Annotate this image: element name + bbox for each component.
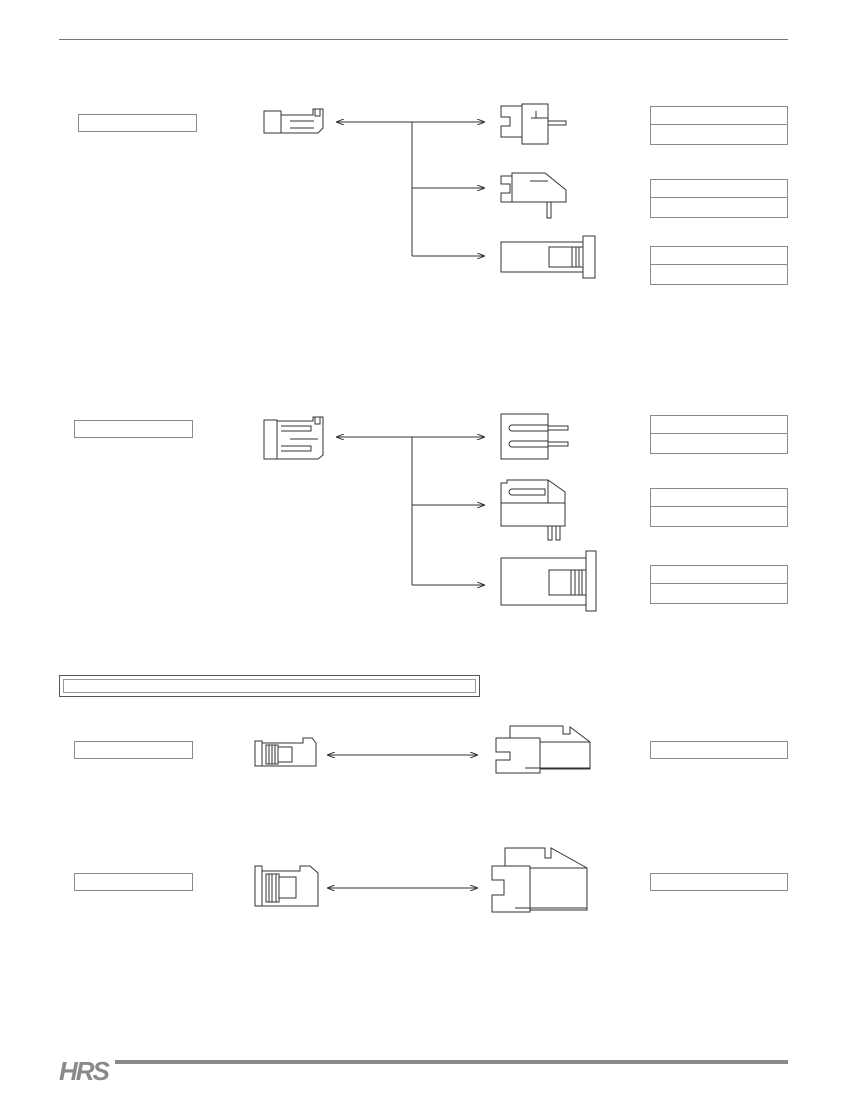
label-cell: [650, 179, 788, 198]
s3-socket-housing-1: [254, 737, 317, 767]
s2-socket-housing: [263, 416, 324, 460]
hrs-logo: HRS: [59, 1056, 111, 1084]
s3-socket-housing-2: [254, 865, 319, 907]
label-cell: [650, 246, 788, 265]
s2-header-label-1: [650, 415, 788, 454]
section-header-text: [63, 679, 476, 693]
label-cell: [650, 434, 788, 454]
s1-header-right-angle: [500, 172, 567, 219]
s3-header-1: [495, 725, 591, 774]
s2-bracket-line: [337, 436, 413, 585]
top-rule: [59, 39, 788, 40]
s1-header-label-2: [650, 179, 788, 218]
s3-header-label-2: [650, 873, 788, 891]
s2-housing-label: [74, 420, 193, 438]
s2-header-label-2: [650, 488, 788, 527]
s2-header-smt: [500, 550, 597, 612]
s2-header-straight: [500, 413, 569, 460]
s1-housing-label: [78, 114, 197, 132]
s1-header-straight: [500, 103, 567, 145]
label-cell: [650, 198, 788, 218]
label-cell: [650, 488, 788, 507]
s2-header-right-angle: [500, 479, 566, 541]
label-cell: [650, 584, 788, 604]
label-cell: [650, 565, 788, 584]
label-cell: [650, 507, 788, 527]
s1-header-label-3: [650, 246, 788, 285]
label-cell: [650, 106, 788, 125]
label-cell: [650, 265, 788, 285]
s3-housing-label-1: [74, 741, 193, 759]
s2-header-label-3: [650, 565, 788, 604]
svg-text:HRS: HRS: [59, 1056, 111, 1084]
s3-housing-label-2: [74, 873, 193, 891]
s1-bracket-line: [337, 121, 413, 256]
s1-header-smt: [500, 235, 596, 279]
section-header: [59, 675, 480, 697]
s1-socket-housing: [263, 108, 324, 134]
s1-header-label-1: [650, 106, 788, 145]
label-cell: [650, 125, 788, 145]
s3-header-label-1: [650, 741, 788, 759]
s3-header-2: [491, 847, 588, 913]
footer-rule: [115, 1060, 788, 1064]
label-cell: [650, 415, 788, 434]
